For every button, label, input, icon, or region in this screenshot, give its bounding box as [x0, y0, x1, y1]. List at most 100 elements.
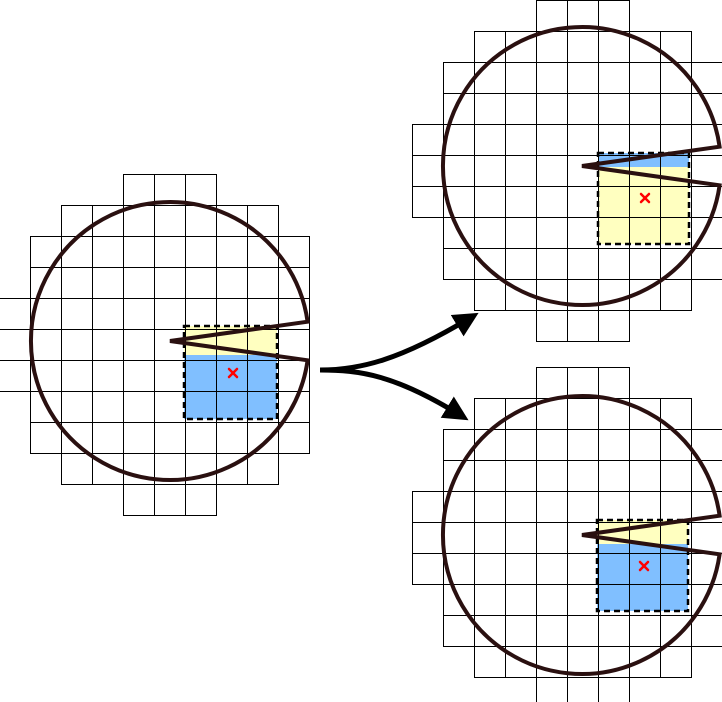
grid-cell	[123, 391, 155, 423]
grid-cell	[505, 460, 537, 492]
grid-cell	[536, 429, 568, 461]
grid-cell	[691, 248, 722, 280]
grid-cell	[629, 248, 661, 280]
grid-cell	[629, 460, 661, 492]
grid-cell	[247, 267, 279, 299]
grid-cell	[660, 491, 692, 523]
grid-cell	[536, 522, 568, 554]
cross-stroke	[639, 192, 651, 204]
grid-cell	[505, 217, 537, 249]
grid-cell	[536, 279, 568, 311]
grid-cell	[61, 267, 93, 299]
grid-cell	[536, 310, 568, 342]
cross-stroke	[227, 367, 239, 379]
grid-cell	[598, 367, 630, 399]
grid-cell	[247, 453, 279, 485]
grid-cell	[598, 491, 630, 523]
grid-cell	[598, 429, 630, 461]
grid-cell	[412, 155, 444, 187]
grid-cell	[0, 360, 31, 392]
grid-cell	[505, 93, 537, 125]
grid-cell	[216, 267, 248, 299]
grid-cell	[536, 367, 568, 399]
grid-cell	[412, 124, 444, 156]
grid-cell	[567, 491, 599, 523]
grid-cell	[536, 248, 568, 280]
grid-cell	[598, 248, 630, 280]
red-cross-icon	[638, 560, 650, 572]
grid-cell	[536, 460, 568, 492]
grid-cell	[505, 615, 537, 647]
grid-cell	[92, 298, 124, 330]
grid-cell	[629, 398, 661, 430]
grid-cell	[474, 31, 506, 63]
grid-cell	[443, 460, 475, 492]
grid-cell	[536, 62, 568, 94]
grid-cell	[536, 491, 568, 523]
highlight-lower-fill	[597, 544, 688, 611]
grid-cell	[567, 93, 599, 125]
grid-cell	[474, 93, 506, 125]
grid-cell	[412, 522, 444, 554]
grid-cell	[412, 186, 444, 218]
highlight-cell	[597, 520, 688, 611]
grid-cell	[30, 267, 62, 299]
red-cross-icon	[227, 367, 239, 379]
split-arrow-icon	[319, 312, 479, 421]
grid-cell	[598, 460, 630, 492]
grid-cell	[567, 124, 599, 156]
grid-cell	[505, 186, 537, 218]
grid-cell	[123, 267, 155, 299]
grid-cell	[505, 553, 537, 585]
grid-cell	[92, 391, 124, 423]
grid-cell	[598, 279, 630, 311]
grid-cell	[536, 217, 568, 249]
grid-cell	[247, 236, 279, 268]
grid-cell	[567, 429, 599, 461]
grid-cell	[154, 360, 186, 392]
grid-cell	[412, 491, 444, 523]
grid-cell	[154, 267, 186, 299]
grid-cell	[154, 298, 186, 330]
grid-cell	[598, 62, 630, 94]
grid-cell	[0, 329, 31, 361]
grid-cell	[567, 62, 599, 94]
grid-cell	[154, 205, 186, 237]
panel-result-bottom	[412, 367, 722, 702]
grid-cell	[61, 360, 93, 392]
grid-cell	[61, 236, 93, 268]
grid-cell	[629, 93, 661, 125]
grid-cell	[61, 329, 93, 361]
grid-cell	[567, 460, 599, 492]
grid-cell	[30, 422, 62, 454]
highlight-lower-fill	[184, 355, 277, 419]
grid-cell	[536, 124, 568, 156]
grid-cell	[567, 615, 599, 647]
grid-cell	[567, 155, 599, 187]
grid-cell	[567, 248, 599, 280]
grid-cell	[154, 329, 186, 361]
grid-cell	[278, 267, 310, 299]
grid-cell	[598, 93, 630, 125]
grid-cell	[123, 174, 155, 206]
circle-outline	[441, 394, 722, 676]
grid-cell	[443, 248, 475, 280]
grid-cell	[629, 429, 661, 461]
grid-cell	[0, 298, 31, 330]
grid-cell	[598, 677, 630, 702]
grid-cell	[123, 360, 155, 392]
grid-cell	[154, 391, 186, 423]
grid-cell	[629, 491, 661, 523]
cross-stroke	[638, 560, 650, 572]
grid-cell	[474, 398, 506, 430]
panel-result-top	[412, 0, 722, 342]
grid-cell	[123, 422, 155, 454]
circle-outline	[441, 25, 722, 307]
grid-cell	[505, 429, 537, 461]
grid-cell	[536, 677, 568, 702]
grid-cell	[567, 584, 599, 616]
grid-cell	[505, 522, 537, 554]
grid-cell	[61, 205, 93, 237]
grid-cell	[660, 62, 692, 94]
